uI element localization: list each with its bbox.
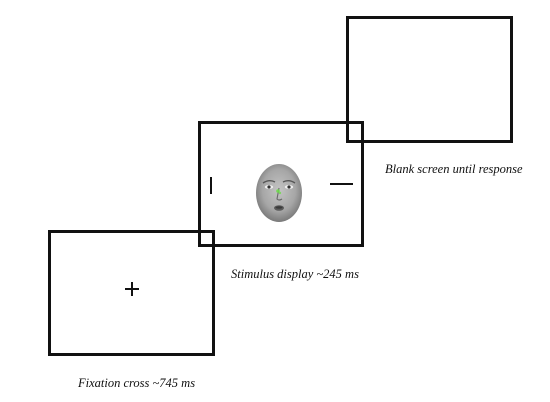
stimulus-screen-frame	[198, 121, 364, 247]
blank-screen-caption: Blank screen until response	[385, 162, 523, 176]
vertical-line-icon	[210, 177, 213, 194]
blank-screen-frame	[346, 16, 513, 143]
fixation-screen-frame	[48, 230, 215, 356]
fixation-cross-caption: Fixation cross ~745 ms	[78, 376, 196, 390]
plus-cross-icon	[125, 282, 139, 296]
face-photo-icon	[256, 164, 302, 222]
horizontal-line-icon	[330, 183, 353, 186]
stimulus-display-caption: Stimulus display ~245 ms	[231, 267, 359, 281]
